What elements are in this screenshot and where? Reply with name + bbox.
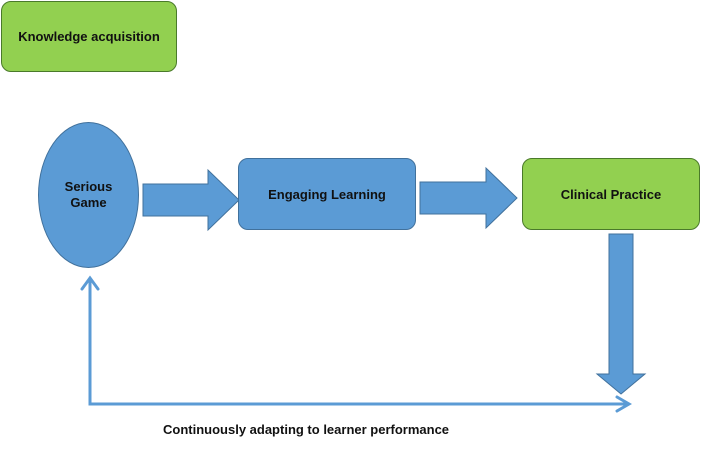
- node-clinical-practice-label: Clinical Practice: [560, 186, 662, 202]
- legend-knowledge-acquisition: Knowledge acquisition: [1, 1, 177, 72]
- node-engaging-learning-label: Engaging Learning: [268, 186, 386, 202]
- arrow-clinical-down: [595, 233, 647, 395]
- node-engaging-learning: Engaging Learning: [238, 158, 416, 230]
- arrow-engaging-to-clinical: [419, 166, 518, 230]
- feedback-arrowhead-up: [80, 275, 100, 291]
- node-serious-game: Serious Game: [38, 122, 139, 268]
- legend-label: Knowledge acquisition: [18, 29, 160, 44]
- node-serious-game-label: Serious Game: [64, 179, 113, 210]
- feedback-loop-line: [88, 280, 628, 406]
- node-clinical-practice: Clinical Practice: [522, 158, 700, 230]
- feedback-caption: Continuously adapting to learner perform…: [163, 422, 450, 437]
- arrow-game-to-engaging: [142, 168, 240, 232]
- feedback-arrowhead-right: [615, 395, 632, 413]
